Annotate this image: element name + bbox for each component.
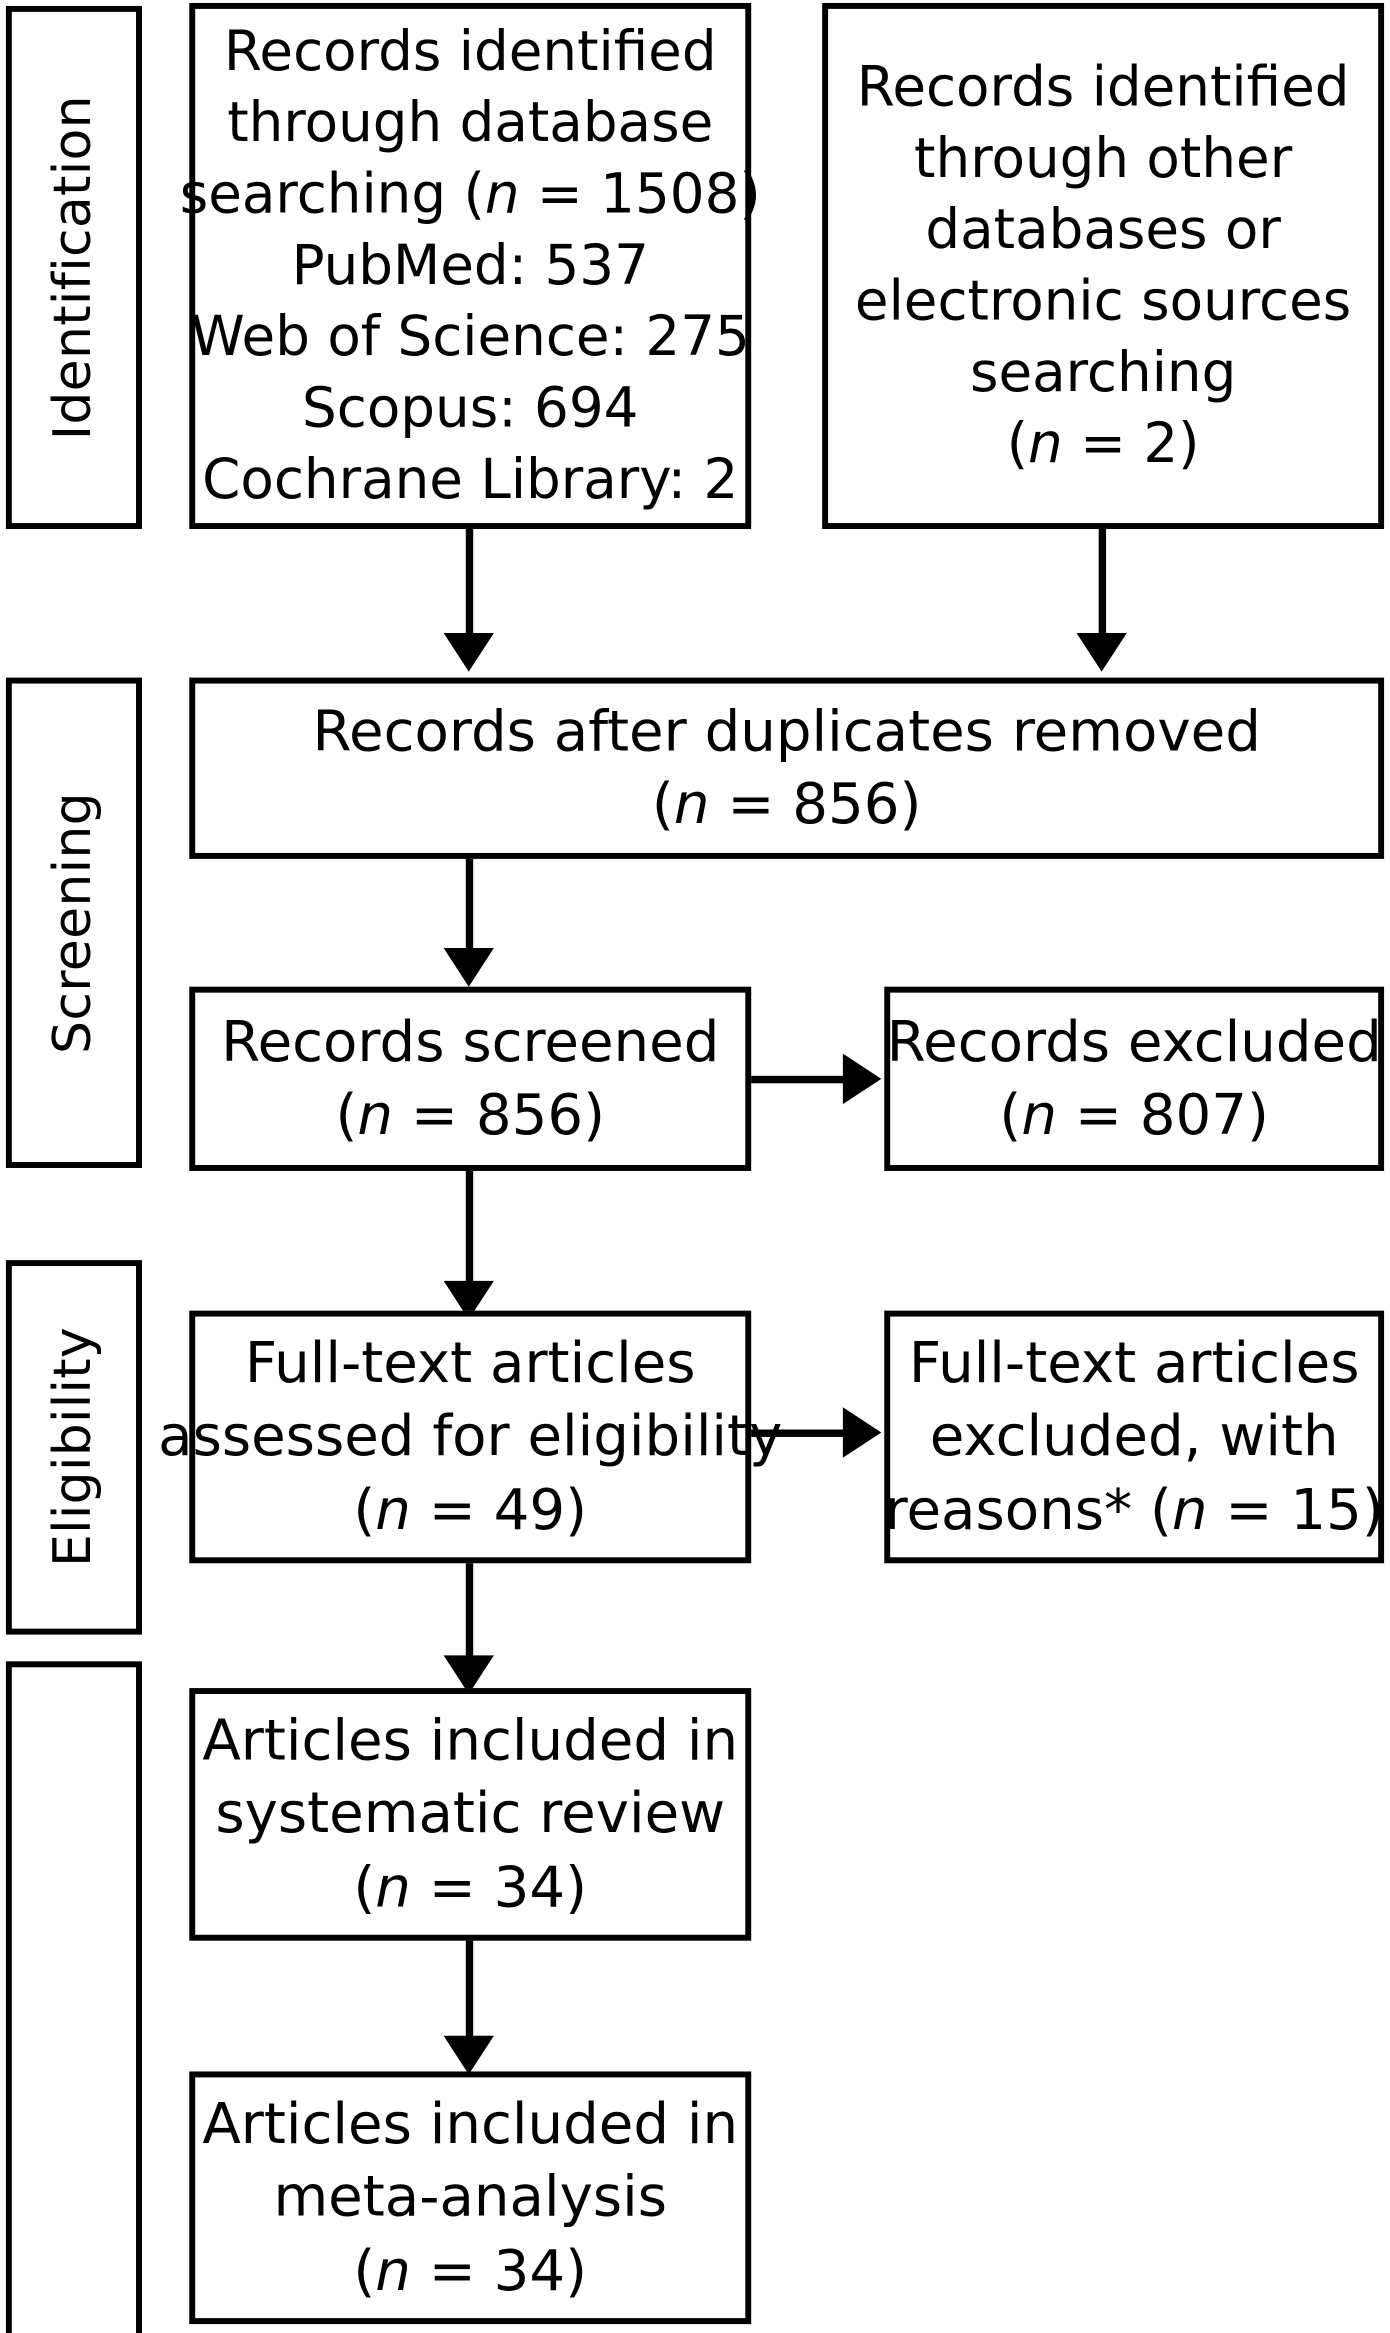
systematic-review-line-3: (n = 34) [353,1854,588,1920]
stage-label-screening-text: Screening [43,791,103,1054]
arrowhead-duplicates-to-screened [443,948,494,987]
connector-assessed-to-fulltext-excluded [751,1429,852,1437]
duplicates-line-2: (n = 856) [651,771,922,837]
other-search-line-2: through other [914,126,1293,190]
node-articles-included-systematic-review: Articles included in systematic review (… [189,1688,752,1941]
meta-analysis-line-1: Articles included in [202,2090,739,2157]
other-search-line-4: electronic sources [854,268,1352,333]
db-search-line-1: Records identified [223,18,717,83]
stage-label-identification: Identification [5,5,142,530]
fulltext-excluded-line-2: excluded, with [929,1403,1339,1469]
stage-label-identification-text: Identification [43,94,103,441]
stage-label-included: Included [5,1661,142,2333]
connector-assessed-to-systematic-review [465,1563,474,1668]
excluded-line-2: (n = 807) [999,1081,1269,1148]
connector-other-search-to-duplicates [1098,529,1107,642]
fulltext-assessed-line-2: assessed for eligibility [158,1403,783,1469]
fulltext-excluded-line-1: Full-text articles [908,1329,1360,1396]
db-search-line-2: through database [227,90,714,155]
systematic-review-line-1: Articles included in [202,1707,739,1773]
other-search-line-3: databases or [925,197,1281,262]
connector-systematic-review-to-meta-analysis [465,1940,474,2051]
db-search-line-3: searching (n = 1508) [179,161,761,226]
systematic-review-line-2: systematic review [215,1780,726,1847]
node-records-screened: Records screened (n = 856) [189,986,752,1171]
node-records-identified-database-searching: Records identified through database sear… [180,2,761,530]
meta-analysis-line-2: meta-analysis [273,2164,668,2230]
duplicates-line-1: Records after duplicates removed [312,697,1261,764]
stage-label-eligibility-text: Eligibility [43,1327,103,1568]
screened-line-2: (n = 856) [335,1081,606,1148]
meta-analysis-line-3: (n = 34) [353,2237,588,2303]
connector-screened-to-excluded [751,1075,852,1084]
fulltext-assessed-line-3: (n = 49) [353,1476,588,1542]
node-records-after-duplicates-removed: Records after duplicates removed (n = 85… [189,677,1385,859]
stage-label-eligibility: Eligibility [5,1260,142,1635]
other-search-line-5: searching [969,340,1237,405]
arrowhead-screened-to-excluded [842,1053,882,1105]
db-search-line-7: Cochrane Library: 2 [202,447,739,512]
node-articles-included-meta-analysis: Articles included in meta-analysis (n = … [189,2071,752,2325]
node-full-text-articles-excluded: Full-text articles excluded, with reason… [884,1310,1385,1564]
fulltext-excluded-line-3: reasons* (n = 15) [884,1476,1384,1542]
arrowhead-db-search-to-duplicates [443,633,494,672]
connector-duplicates-to-screened [465,858,474,957]
node-records-identified-other-sources: Records identified through other databas… [822,2,1385,530]
arrowhead-assessed-to-fulltext-excluded [842,1407,882,1458]
connector-screened-to-fulltext [465,1170,474,1293]
node-full-text-articles-assessed: Full-text articles assessed for eligibil… [158,1310,782,1564]
connector-db-search-to-duplicates [465,529,474,642]
arrowhead-systematic-review-to-meta-analysis [443,2035,494,2075]
db-search-line-4: PubMed: 537 [291,233,649,298]
other-search-line-6: (n = 2) [1006,411,1200,476]
screened-line-1: Records screened [221,1008,720,1074]
db-search-line-6: Scopus: 694 [302,376,639,441]
stage-label-screening: Screening [5,677,142,1168]
arrowhead-assessed-to-systematic-review [443,1655,494,1695]
fulltext-assessed-line-1: Full-text articles [244,1329,696,1396]
excluded-line-1: Records excluded [886,1008,1382,1074]
arrowhead-other-search-to-duplicates [1076,633,1127,672]
other-search-line-1: Records identified [856,54,1350,119]
db-search-line-5: Web of Science: 275 [190,304,750,369]
node-records-excluded: Records excluded (n = 807) [884,986,1385,1171]
